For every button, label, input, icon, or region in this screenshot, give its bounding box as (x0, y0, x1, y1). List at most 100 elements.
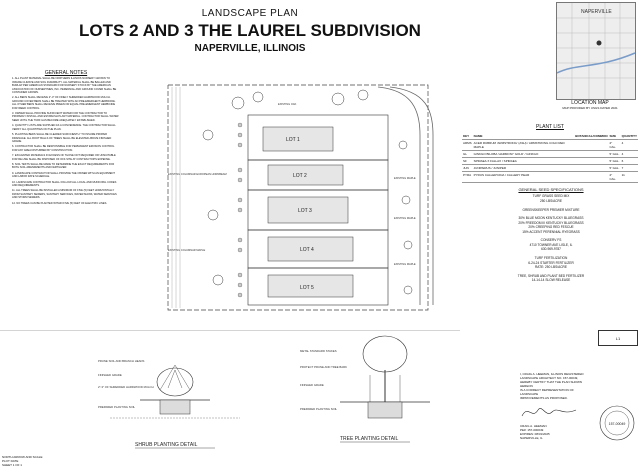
note-item: 5. PLANTING BEDS SHALL BE CLEARED SUFFIC… (12, 133, 112, 143)
property-boundary (167, 84, 429, 311)
planting-details: PRUNE SOIL AND BRANCH HEADS FINISHED GRA… (0, 330, 460, 449)
plant-list-heading: PLANT LIST (536, 124, 564, 130)
seal-number: 157-00049 (609, 422, 626, 426)
certification-line: HEREBY CERTIFY THAT THE PLAN SHOWN HEREO… (520, 380, 582, 388)
approval-line: PE#: 157-000049 (520, 428, 544, 432)
shrub-row (237, 122, 243, 298)
shrub-callout: FINISHED GRADE (98, 373, 122, 377)
table-cell: JUNIPERUS / JUNIPER (472, 164, 575, 172)
table-cell: 5' GAL. (608, 150, 621, 158)
road-curb (389, 86, 434, 305)
seed-spec-line: 630-969-9787 (541, 247, 561, 252)
location-map-subcaption: MAP PROVIDED BY USGS DATED 2021 (562, 106, 618, 110)
table-row: PYRA PYRUS CALLERYANA / CALLERY PEAR 2" … (462, 171, 638, 183)
table-cell: PYRA (462, 171, 473, 183)
approval-line: NAPERVILLE, IL (520, 436, 543, 440)
table-cell (574, 171, 609, 183)
plant-list-table: KEY NAME BOTANICAL/COMMON SIZE QUANTITY … (462, 133, 638, 183)
tree-detail-caption: TREE PLANTING DETAIL (340, 436, 398, 442)
column-header: KEY (462, 133, 473, 140)
note-item: 3. OWNER SHALL PROVIDE SUFFICIENT WATER … (12, 112, 119, 122)
note-item: 8. SOIL TESTS SHALL BE MADE TO DETERMINE… (12, 162, 115, 170)
tree-callout: METAL STANDARD STAKES (300, 349, 337, 353)
column-header: QUANTITY (620, 133, 638, 140)
seed-spec-line: TURF GRASS SEED MIX (532, 194, 570, 199)
table-cell: 5' GAL. (608, 164, 621, 172)
table-cell: 6 (620, 157, 638, 165)
certification-line: IMPROVEMENTS AS PROPOSED. (520, 396, 568, 400)
hatched-buffer (171, 87, 181, 308)
lot-label: LOT 4 (300, 247, 314, 253)
note-item: 6. CONTRACTOR SHALL BE RESPONSIBLE FOR P… (12, 145, 115, 152)
note-item: 7. EXCAVATED MATERIALS IN EXCESS OF THOS… (12, 154, 116, 161)
table-row: ARMS ACER RUBRUM 'ARMSTRONG' (ASH) / ARM… (462, 139, 638, 151)
title-block: LANDSCAPE PLAN LOTS 2 AND 3 THE LAUREL S… (0, 8, 500, 54)
existing-tree-label: EXISTING MAPLE (394, 262, 416, 266)
lot-lines (247, 114, 389, 306)
approval-line: EXPIRES: 08/31/2025 (520, 432, 550, 436)
location-map-town-label: NAPERVILLE (581, 9, 612, 15)
table-cell: SF (462, 157, 473, 165)
lot-label: LOT 3 (298, 208, 312, 214)
table-cell: 5' GAL. (608, 157, 621, 165)
seed-spec-line: TURF FERTILIZATION (534, 256, 568, 261)
notes-heading: GENERAL NOTES (44, 70, 88, 76)
column-header: BOTANICAL/COMMON (574, 133, 609, 140)
note-item: 2. ALL BEDS SHALL RECEIVE 2"-3" OF FINEL… (12, 96, 116, 110)
certification-line: I, CRAIG A. HEEMAN, ILLINOIS REGISTERED (520, 372, 584, 376)
seed-spec-line: RATE: 250 LBS/ACRE (534, 264, 567, 269)
signature (521, 408, 577, 417)
column-header: NAME (472, 133, 575, 140)
table-cell: GL (462, 150, 473, 158)
shrub-detail-drawing (110, 364, 240, 419)
building-footprints (262, 126, 354, 298)
table-row: SF SPIRAEA X FALLAX / SPIRAEA 5' GAL. 6 (462, 157, 638, 165)
existing-tree-label: EXISTING COLUMNAR MAPLE (168, 248, 205, 252)
note-item: 11. ALL TREES SHALL BE INSTALLED A MINIM… (12, 189, 117, 200)
table-header-row: KEY NAME BOTANICAL/COMMON SIZE QUANTITY (462, 133, 638, 140)
table-cell (574, 164, 609, 172)
footer-line: PLOT DATE (2, 459, 19, 463)
existing-tree-label: EXISTING COLUMNAR EUROPEAN HORNBEAM (168, 172, 227, 176)
certification-line: IS A CORRECT REPRESENTATION OF LANDSCAPE (520, 388, 574, 396)
approval-line: CRAIG A. HEEMAN (520, 424, 547, 428)
seed-spec-line: GREENSKEEPER PREMIER MIXTURE (522, 207, 580, 212)
table-cell: 7 (620, 164, 638, 172)
table-cell (574, 150, 609, 158)
note-item: 9. LANDSCAPE CONTRACTOR SHALL PROVIDE TH… (12, 171, 115, 179)
table-cell (574, 139, 609, 151)
seed-spec-line: 250 LBS/ACRE (540, 198, 562, 203)
footer-notes: NORTH ARROW AND SCALE PLOT DATE SHEET 1 … (2, 455, 142, 467)
table-cell: ACER RUBRUM 'ARMSTRONG' (ASH) / ARMSTRON… (472, 139, 575, 151)
shrub-detail-caption: SHRUB PLANTING DETAIL (135, 442, 198, 448)
tree-callout: FINISHED GRADE (300, 383, 324, 387)
tree-callout: PROTECT PRUNE AND TREE BARK (300, 365, 347, 369)
table-cell: 4 (620, 139, 638, 151)
tree-detail-drawing (340, 335, 430, 419)
existing-tree-label: EXISTING MAPLE (394, 216, 416, 220)
table-cell: 2" CAL. (608, 171, 621, 183)
shrub-callout: PREPARED PLANTING SOIL (98, 405, 136, 409)
table-cell: 4 (620, 150, 638, 158)
table-row: JUN JUNIPERUS / JUNIPER 5' GAL. 7 (462, 164, 638, 172)
certification-statement: I, CRAIG A. HEEMAN, ILLINOIS REGISTERED … (520, 372, 590, 400)
note-item: 10. LANDSCAPE CONTRACTOR SHALL FOLLOW AL… (12, 180, 117, 187)
seed-spec-line: 4710 TOWNER AVE LISLE, IL (529, 242, 573, 247)
seed-spec-line: 14-14-14 SLOW RELEASE (531, 278, 571, 283)
certification-line: LANDSCAPE ARCHITECT NO. 157-00049, (520, 376, 579, 380)
tree-callout: PREPARED PLANTING SOIL (300, 407, 338, 411)
general-notes: GENERAL NOTES 1. ALL PLANT MATERIAL SHAL… (12, 70, 120, 207)
seed-spec-line: 15% ACCENT PERENNIAL RYEGRASS (522, 229, 580, 234)
table-cell: ARMS (462, 139, 473, 151)
lot-label: LOT 5 (300, 285, 314, 291)
location-map-graphic: NAPERVILLE (557, 3, 635, 99)
seed-specifications: GENERAL SEED SPECIFICATIONS TURF GRASS S… (466, 187, 636, 283)
seed-spec-line: 30% BLUE MOON KENTUCKY BLUEGRASS (518, 216, 584, 221)
lot-label: LOT 2 (293, 173, 307, 179)
table-cell (574, 157, 609, 165)
existing-tree-label: EXISTING OAK (278, 102, 297, 106)
professional-seal: 157-00049 (599, 405, 635, 441)
note-item: 1. ALL PLANT MATERIAL SHALL BE NORTHERN … (12, 77, 117, 95)
shrub-callout: 2"-3" OF SHREDDED HARDWOOD MULCH (98, 385, 154, 389)
